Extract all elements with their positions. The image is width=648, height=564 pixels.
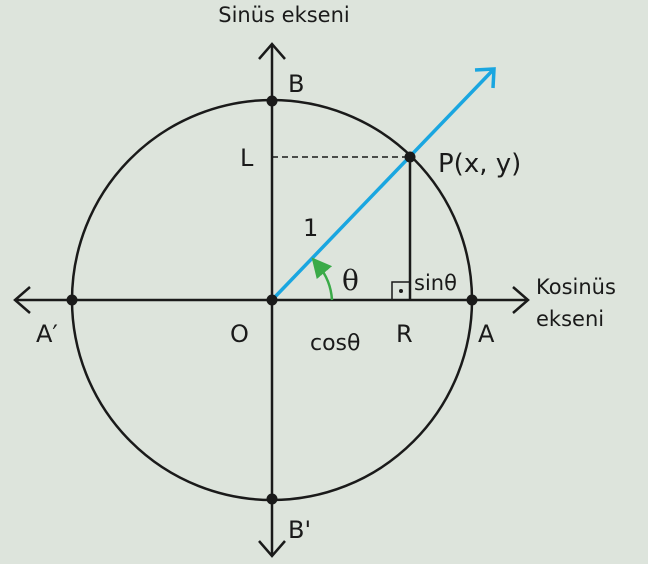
sine-axis-label: Sinüs ekseni bbox=[218, 3, 350, 27]
label-B: B bbox=[288, 70, 304, 98]
label-P: P(x, y) bbox=[438, 149, 521, 179]
label-B-prime: B' bbox=[288, 516, 311, 544]
sine-axis-arrow-bottom bbox=[258, 540, 286, 558]
label-L: L bbox=[240, 144, 254, 172]
right-angle-dot bbox=[399, 289, 403, 293]
label-radius: 1 bbox=[303, 214, 318, 242]
label-sin: sinθ bbox=[414, 271, 457, 295]
point-O bbox=[266, 294, 278, 306]
point-A-prime bbox=[66, 294, 78, 306]
label-O: O bbox=[230, 320, 249, 348]
label-cos: cosθ bbox=[310, 331, 360, 356]
cosine-axis-label-1: Kosinüs bbox=[536, 275, 616, 299]
label-A: A bbox=[478, 320, 495, 348]
label-R: R bbox=[396, 320, 413, 348]
cosine-axis-arrow-right bbox=[512, 286, 530, 314]
point-A bbox=[466, 294, 478, 306]
cosine-axis-arrow-left bbox=[13, 286, 31, 314]
point-P bbox=[404, 151, 416, 163]
cosine-axis-label-2: ekseni bbox=[536, 307, 604, 331]
point-B bbox=[266, 95, 278, 107]
label-theta: θ bbox=[342, 264, 359, 297]
point-B-prime bbox=[266, 493, 278, 505]
terminal-ray bbox=[270, 68, 495, 302]
angle-arc bbox=[311, 257, 334, 301]
label-A-prime: A′ bbox=[36, 320, 58, 348]
right-angle-mark bbox=[391, 281, 411, 301]
terminal-ray-arrow bbox=[474, 67, 496, 89]
sine-axis-arrow-top bbox=[258, 42, 286, 60]
